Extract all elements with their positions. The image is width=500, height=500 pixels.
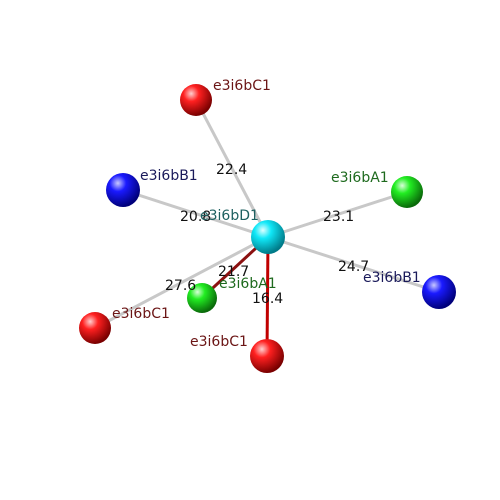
bond-b1-left [122, 188, 269, 239]
atom-label: e3i6bC1 [190, 334, 248, 350]
distance-label: 16.4 [252, 291, 283, 307]
atom-label-center: e3i6bD1 [200, 208, 259, 224]
distance-label: 27.6 [165, 278, 196, 294]
atom-green-right[interactable] [391, 176, 423, 208]
bond-c1-top [194, 99, 270, 238]
atom-label: e3i6bA1 [219, 276, 277, 292]
atom-label: e3i6bC1 [112, 306, 170, 322]
atom-label: e3i6bC1 [213, 78, 271, 94]
atom-red-left[interactable] [79, 312, 111, 344]
atom-red-top[interactable] [180, 84, 212, 116]
bond-b1-right [267, 235, 440, 294]
bond-c1-left [94, 235, 269, 330]
distance-label: 22.4 [216, 162, 247, 178]
atom-blue-right[interactable] [422, 275, 456, 309]
atom-green-bottom[interactable] [187, 283, 217, 313]
atom-label: e3i6bA1 [331, 170, 389, 186]
atom-red-bottom[interactable] [250, 339, 284, 373]
atom-label: e3i6bB1 [363, 270, 421, 286]
bond-c1-bottom [265, 236, 270, 357]
bond-a1-right [267, 190, 408, 239]
distance-label: 23.1 [323, 209, 354, 225]
atom-blue-left[interactable] [106, 173, 140, 207]
distance-label: 21.7 [218, 264, 249, 280]
atom-label: e3i6bB1 [140, 168, 198, 184]
distance-label: 20.8 [180, 209, 211, 225]
distance-labels: 22.4 20.8 23.1 24.7 21.7 27.6 16.4 [165, 162, 369, 307]
atom-cyan-center[interactable] [251, 220, 285, 254]
distance-label: 24.7 [338, 259, 369, 275]
atom-labels: e3i6bD1 e3i6bC1 e3i6bB1 e3i6bA1 e3i6bB1 … [112, 78, 421, 350]
atom-layer [79, 84, 456, 373]
